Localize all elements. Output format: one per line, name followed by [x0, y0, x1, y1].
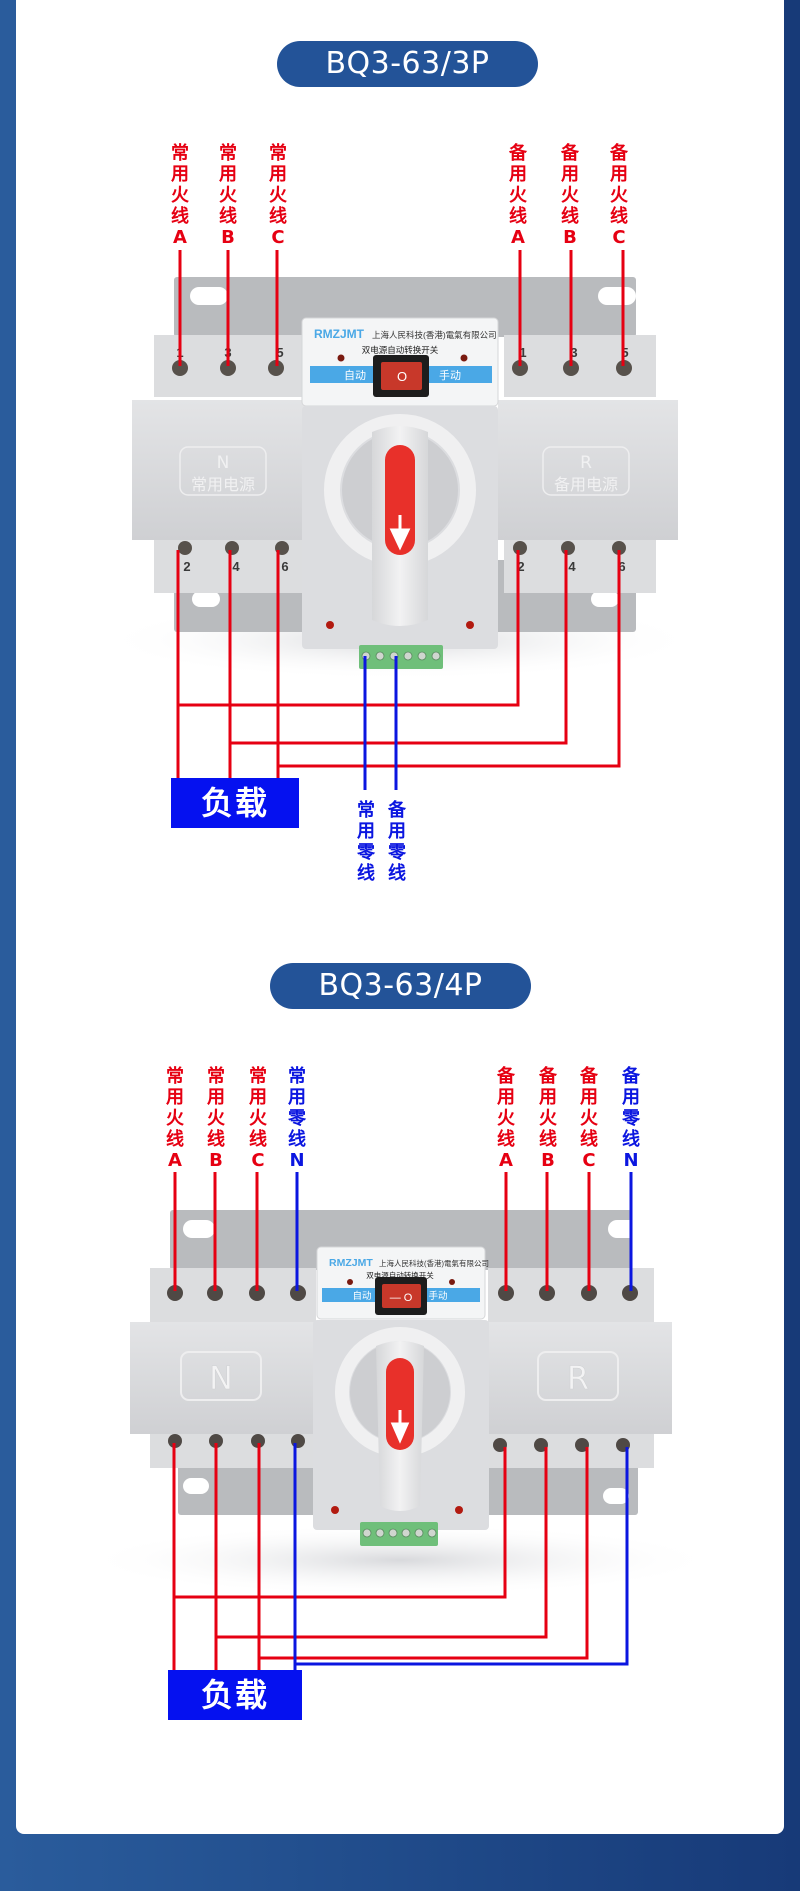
model-title-3p: BQ3-63/3P	[277, 41, 538, 87]
label-normal-live-b-3p: 常 用 火 线 B	[219, 143, 237, 248]
label-normal-neutral-3p: 常 用 零 线	[357, 800, 375, 884]
model-title-4p: BQ3-63/4P	[270, 963, 531, 1009]
label-normal-neutral-n-4p: 常 用 零 线 N	[288, 1066, 306, 1171]
label-normal-live-c-3p: 常 用 火 线 C	[269, 143, 287, 248]
load-box-3p: 负载	[171, 778, 299, 828]
label-backup-neutral-n-4p: 备 用 零 线 N	[622, 1066, 640, 1171]
label-normal-live-a-4p: 常 用 火 线 A	[166, 1066, 184, 1171]
content-card	[16, 0, 784, 1834]
label-backup-live-a-3p: 备 用 火 线 A	[509, 143, 527, 248]
label-normal-live-a-3p: 常 用 火 线 A	[171, 143, 189, 248]
label-backup-live-c-3p: 备 用 火 线 C	[610, 143, 628, 248]
label-normal-live-b-4p: 常 用 火 线 B	[207, 1066, 225, 1171]
label-backup-live-c-4p: 备 用 火 线 C	[580, 1066, 598, 1171]
label-backup-live-b-3p: 备 用 火 线 B	[561, 143, 579, 248]
label-normal-live-c-4p: 常 用 火 线 C	[249, 1066, 267, 1171]
label-backup-live-a-4p: 备 用 火 线 A	[497, 1066, 515, 1171]
load-box-4p: 负载	[168, 1670, 302, 1720]
label-backup-live-b-4p: 备 用 火 线 B	[539, 1066, 557, 1171]
label-backup-neutral-3p: 备 用 零 线	[388, 800, 406, 884]
